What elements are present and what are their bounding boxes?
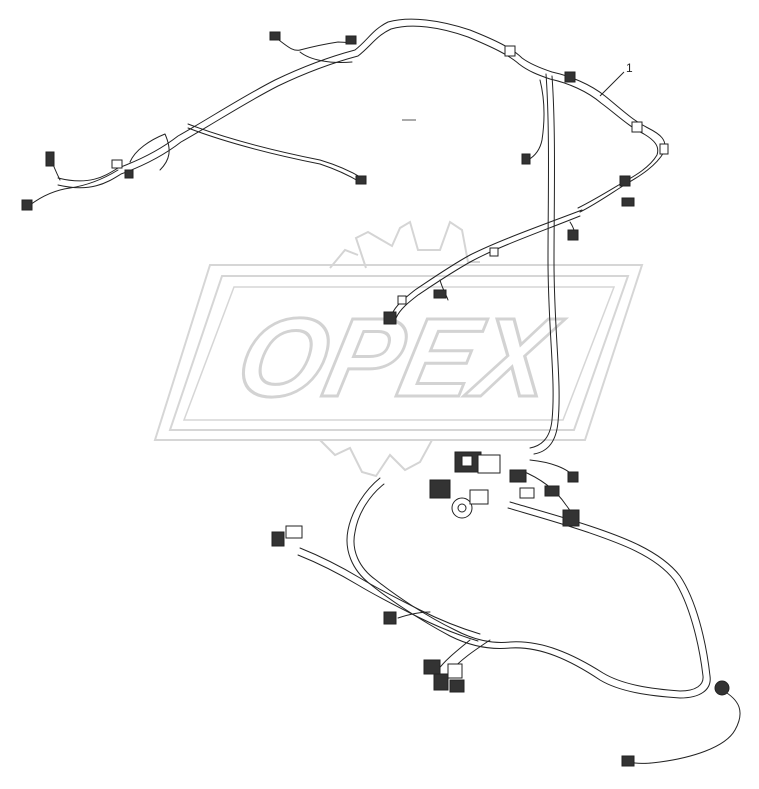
connector-diag-3 [433,289,447,299]
connector-lower-left [271,531,285,547]
main-trunk-wire-2 [533,75,560,455]
harness-wires [29,18,741,764]
connectors [21,31,730,767]
connector-left-1 [21,199,33,211]
lower-loop-wire-2 [353,483,704,692]
callout-label: 1 [626,61,633,75]
lower-connector-cluster [423,659,465,693]
right-tail-wire [629,689,741,764]
connector-top-7 [619,175,631,187]
watermark: OPEX [153,220,644,478]
callout-1: 1 [599,61,633,97]
connector-left-3 [111,159,123,169]
connector-top-1 [269,31,281,41]
central-connector-cluster [429,451,580,527]
main-trunk-wire [529,73,554,449]
connector-top-3 [504,45,516,57]
connector-top-5 [631,121,643,133]
callout-leader-line [599,71,625,97]
diagonal-branch-wire-2 [395,215,581,319]
connector-diag-4 [383,311,397,325]
connector-diag-1 [567,229,579,241]
small-branch-wire [397,611,431,619]
connector-bottom-end [621,755,635,767]
gear-icon [319,220,480,478]
watermark-plate [153,264,644,441]
left-lower-branch-wire [299,547,481,635]
top-pigtail-wire [275,37,356,51]
connector-small-branch [383,611,397,625]
left-pigtail-wire-3 [129,133,170,171]
grommet-right [714,680,730,696]
connector-left-2 [45,151,55,167]
connector-lower-left-2 [285,525,303,539]
connector-top-8 [621,197,635,207]
left-lower-branch-wire-2 [297,554,479,642]
connector-diag-2 [489,247,499,257]
mid-drop-wire [527,79,545,161]
connector-thin-end [355,175,367,185]
left-pigtail-wire [29,169,119,206]
connector-top-2 [345,35,357,45]
thin-branch-wire-2 [187,127,361,183]
connector-mid-drop [521,153,531,165]
connector-left-4 [124,169,134,179]
watermark-text: OPEX [227,294,571,420]
upper-branch-wire [57,18,666,213]
connector-top-6 [659,143,669,155]
thin-branch-wire [187,123,363,179]
connector-diag-5 [397,295,407,305]
lower-loop-wire [346,477,711,699]
top-pigtail-wire-2 [299,51,353,63]
connector-top-4 [564,71,576,83]
